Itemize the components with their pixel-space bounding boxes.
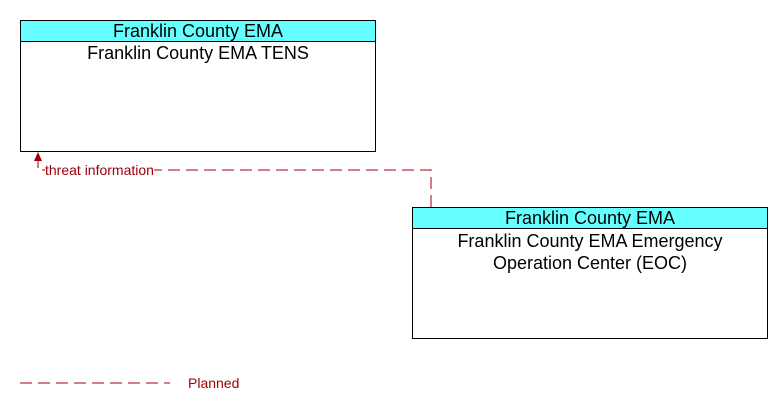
legend-planned-label: Planned	[188, 375, 240, 391]
node-owner-header: Franklin County EMA	[413, 208, 767, 229]
node-name: Franklin County EMA TENS	[87, 43, 309, 63]
node-franklin-county-ema-tens[interactable]: Franklin County EMA Franklin County EMA …	[20, 20, 376, 152]
node-name: Franklin County EMA Emergency Operation …	[413, 229, 767, 274]
flow-arrowhead	[34, 152, 42, 161]
node-name-line-1: Franklin County EMA Emergency	[457, 231, 723, 251]
node-franklin-county-ema-eoc[interactable]: Franklin County EMA Franklin County EMA …	[412, 207, 768, 339]
node-name-line-2: Operation Center (EOC)	[492, 253, 688, 273]
flow-label-threat-information[interactable]: threat information	[45, 162, 154, 178]
node-owner-header: Franklin County EMA	[21, 21, 375, 42]
flow-line-threat-information[interactable]	[37, 160, 432, 207]
